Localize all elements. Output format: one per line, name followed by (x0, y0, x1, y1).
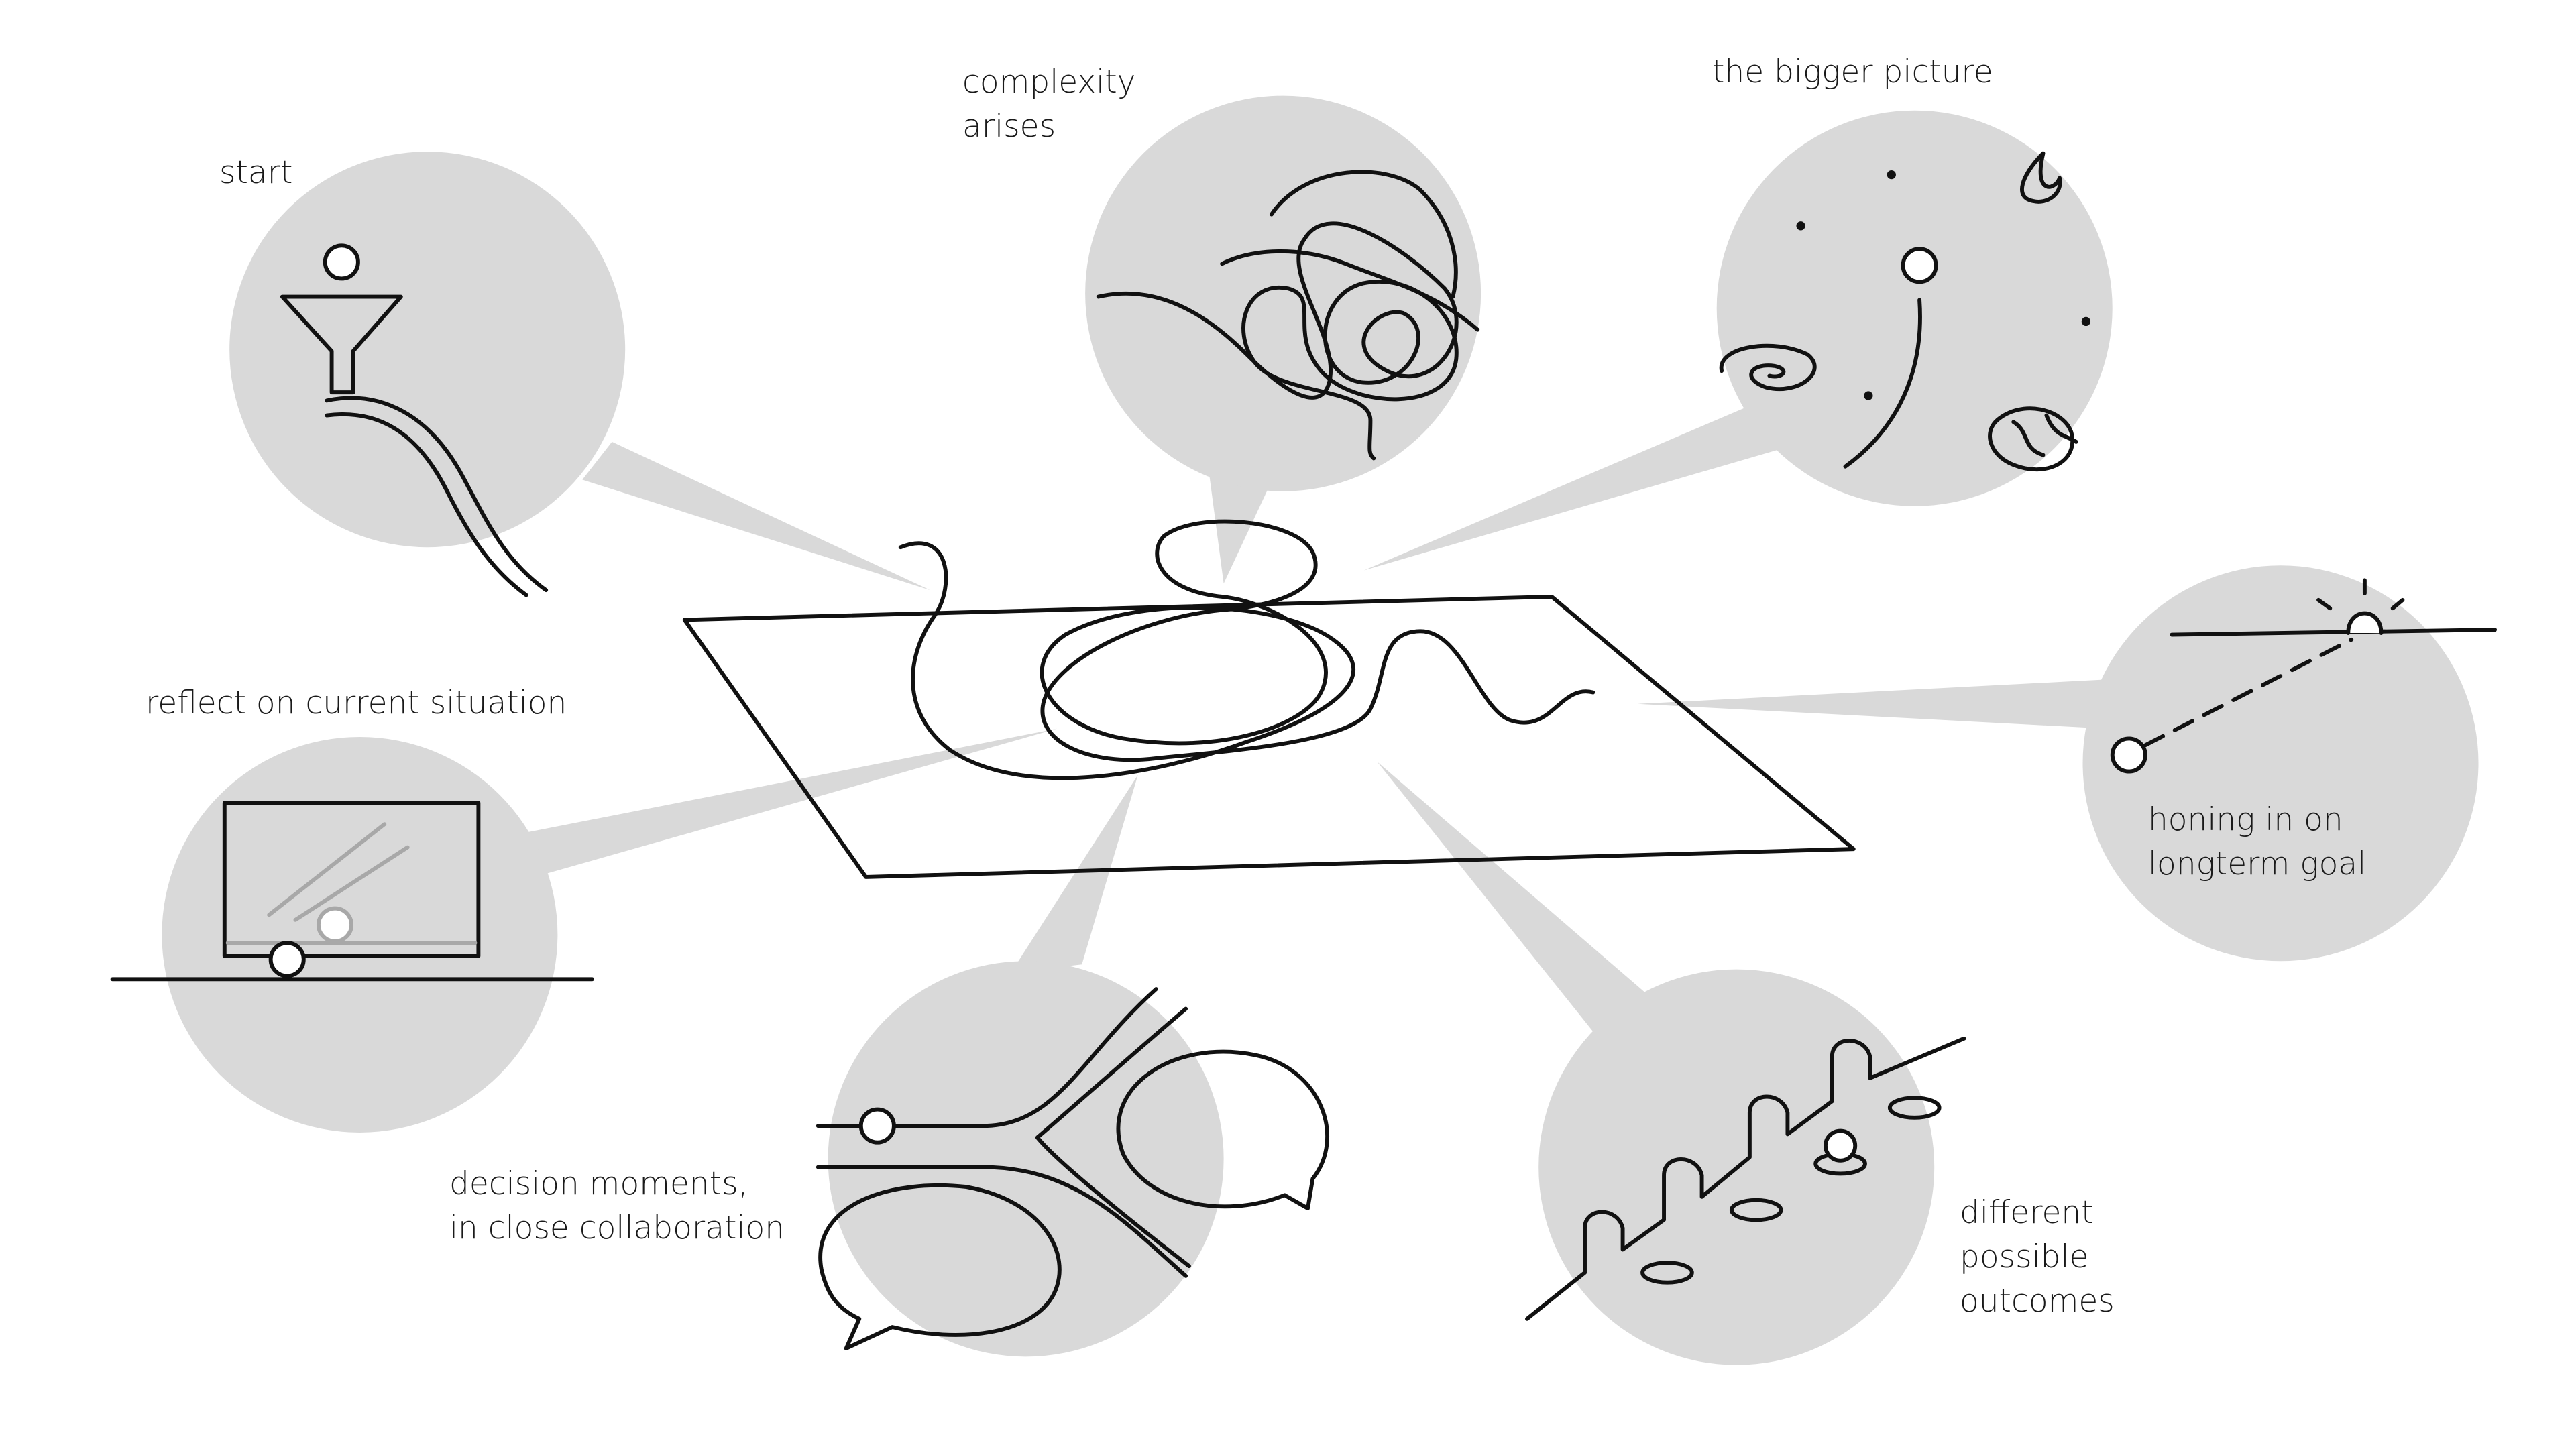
fork-icon (816, 987, 1330, 1350)
label-line: outcomes (1960, 1283, 2115, 1320)
scribble-icon (1096, 170, 1480, 461)
label-outcomes: different possible outcomes (1960, 1191, 2115, 1324)
label-line: the bigger picture (1712, 54, 1993, 91)
bubble-complexity (1085, 95, 1481, 584)
tangled-path (898, 519, 1595, 780)
label-line: complexity (962, 64, 1136, 101)
label-start: start (219, 151, 292, 195)
label-line: arises (962, 108, 1056, 145)
label-line: start (219, 154, 293, 191)
label-complexity: complexity arises (962, 60, 1135, 149)
label-line: longterm goal (2148, 846, 2367, 882)
label-line: different (1960, 1194, 2094, 1231)
label-line: honing in on (2148, 801, 2343, 838)
label-bigger-picture: the bigger picture (1712, 50, 1993, 95)
label-line: possible (1960, 1238, 2089, 1275)
funnel-icon (280, 243, 549, 597)
bubble-outcomes (1377, 761, 1935, 1365)
label-honing: honing in on longterm goal (2148, 798, 2366, 886)
goal-path-icon (2110, 578, 2498, 774)
cosmos-icon (1719, 151, 2091, 472)
label-line: decision moments, (449, 1165, 748, 1202)
central-plane (682, 595, 1856, 879)
bubble-bigger-picture (1363, 110, 2113, 571)
bubble-honing (1637, 565, 2479, 962)
label-line: reflect on current situation (146, 685, 567, 721)
label-reflect: reflect on current situation (146, 681, 567, 726)
label-line: in close collaboration (449, 1210, 785, 1247)
outcomes-icon (1525, 1036, 1966, 1321)
mirror-icon (110, 801, 594, 982)
label-decision: decision moments, in close collaboration (449, 1162, 785, 1251)
bubble-reflect (162, 728, 1058, 1133)
